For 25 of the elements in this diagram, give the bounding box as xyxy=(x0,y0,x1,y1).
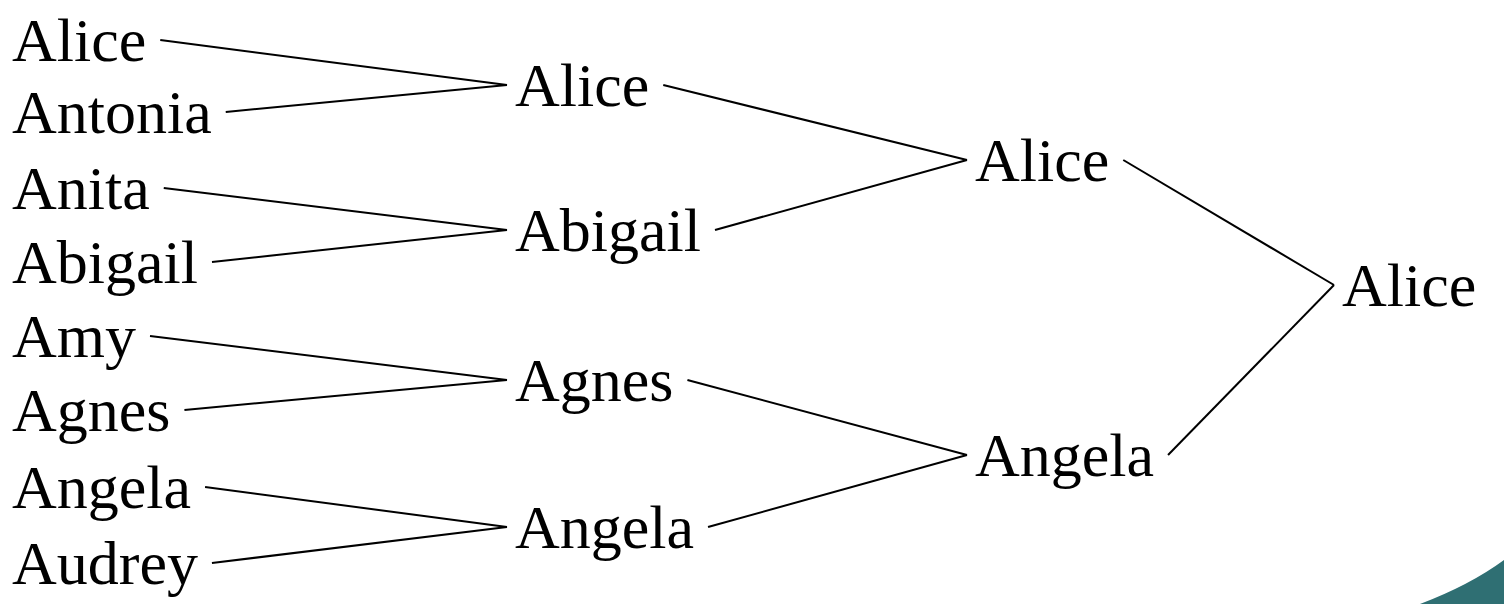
name-label: Alice xyxy=(12,7,257,73)
name-label: Alice xyxy=(515,52,737,118)
connector-line xyxy=(224,84,508,113)
name-label: Abigail xyxy=(12,229,257,295)
connector-line xyxy=(183,379,508,411)
name-label: Agnes xyxy=(515,347,737,413)
connector-line xyxy=(714,159,968,231)
name-label: Anita xyxy=(12,155,257,221)
connector-line xyxy=(707,454,968,528)
connector-line xyxy=(210,526,508,564)
name-label: Angela xyxy=(515,494,737,560)
connector-line xyxy=(686,379,968,456)
name-label: Angela xyxy=(975,422,1175,488)
name-label: Abigail xyxy=(515,197,737,263)
name-label: Antonia xyxy=(12,79,257,145)
name-label: Alice xyxy=(975,127,1147,193)
connector-line xyxy=(662,84,968,161)
name-label: Angela xyxy=(12,454,257,520)
name-label: Amy xyxy=(12,303,257,369)
name-label: Alice xyxy=(1342,252,1492,318)
name-label: Agnes xyxy=(12,377,257,443)
connector-line xyxy=(1122,159,1335,286)
connector-line xyxy=(211,229,508,263)
connector-line xyxy=(1167,284,1335,456)
name-label: Audrey xyxy=(12,530,257,596)
